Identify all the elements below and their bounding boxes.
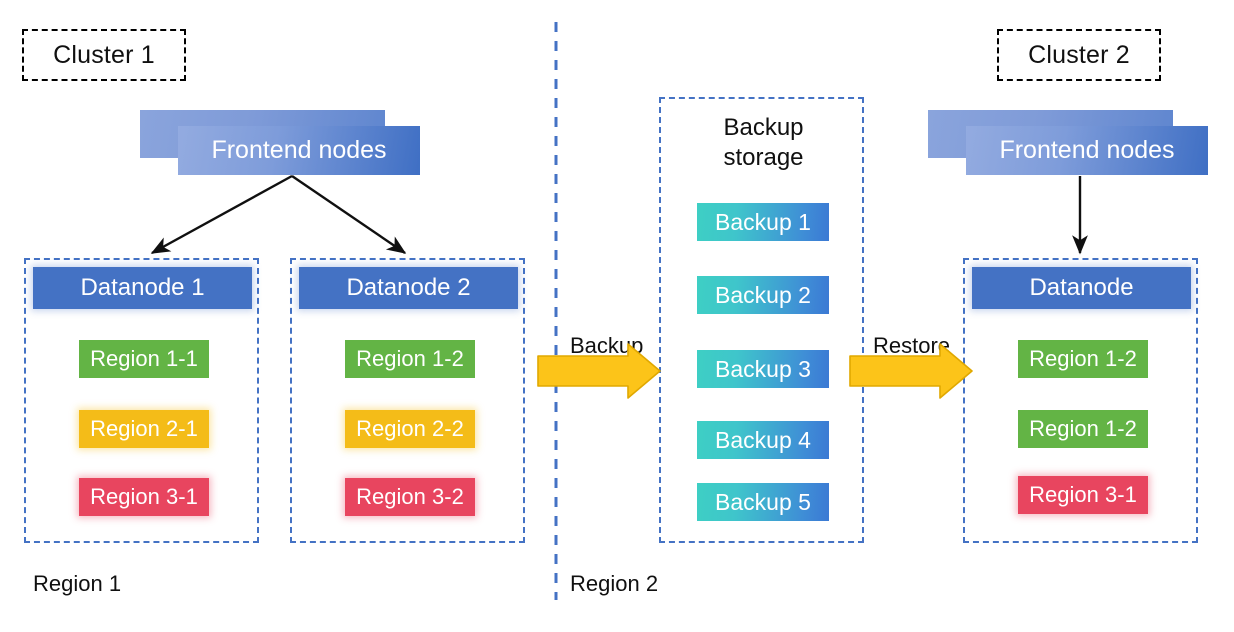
datanode-1-title: Datanode 1 — [80, 274, 205, 301]
frontend-right-box: Frontend nodes — [966, 126, 1208, 175]
datanode-2-region-2: Region 2-2 — [345, 410, 475, 448]
backup-storage-title-line-1: Backup — [723, 114, 804, 141]
datanode-2-container: Datanode 2 Region 1-2 Region 2-2 Region … — [290, 258, 525, 543]
datanode-2-region-1: Region 1-2 — [345, 340, 475, 378]
datanode-2-region-3: Region 3-2 — [345, 478, 475, 516]
datanode-1-region-2: Region 2-1 — [79, 410, 209, 448]
frontend-right-label: Frontend nodes — [999, 136, 1175, 164]
datanode-2-region-1-label: Region 1-2 — [356, 346, 464, 371]
datanode-1-region-1: Region 1-1 — [79, 340, 209, 378]
backup-item-2: Backup 2 — [697, 276, 829, 314]
datanode-restored-region-2: Region 1-2 — [1018, 410, 1148, 448]
cluster-2-title-chip: Cluster 2 — [997, 29, 1161, 81]
datanode-2-region-2-label: Region 2-2 — [356, 416, 464, 441]
backup-flow-label: Backup — [570, 333, 644, 358]
backup-storage-title-line-2: storage — [723, 144, 804, 171]
backup-item-1-label: Backup 1 — [715, 208, 811, 235]
datanode-restored-region-1: Region 1-2 — [1018, 340, 1148, 378]
datanode-1-region-3: Region 3-1 — [79, 478, 209, 516]
datanode-1-header: Datanode 1 — [33, 267, 252, 309]
frontend-left-box: Frontend nodes — [178, 126, 420, 175]
datanode-restored-region-1-label: Region 1-2 — [1029, 346, 1137, 371]
backup-storage-container: Backup storage Backup 1 Backup 2 Backup … — [659, 97, 864, 543]
backup-item-5: Backup 5 — [697, 483, 829, 521]
region-2-footer-label: Region 2 — [570, 571, 659, 596]
frontend-right-stack: Frontend nodes — [928, 110, 1208, 175]
datanode-2-header: Datanode 2 — [299, 267, 518, 309]
datanode-2-title: Datanode 2 — [346, 274, 471, 301]
datanode-restored-region-3: Region 3-1 — [1018, 476, 1148, 514]
datanode-restored-region-3-label: Region 3-1 — [1029, 482, 1137, 507]
backup-storage-title: Backup storage — [661, 113, 866, 173]
backup-item-5-label: Backup 5 — [715, 488, 811, 515]
datanode-restored-header: Datanode — [972, 267, 1191, 309]
region-1-footer-label: Region 1 — [33, 571, 122, 596]
datanode-2-region-3-label: Region 3-2 — [356, 484, 464, 509]
backup-item-3-label: Backup 3 — [715, 355, 811, 382]
connector-frontend-to-datanode-2 — [291, 175, 407, 254]
backup-item-4-label: Backup 4 — [715, 426, 811, 453]
backup-item-3: Backup 3 — [697, 350, 829, 388]
frontend-left-stack: Frontend nodes — [140, 110, 420, 175]
cluster-1-title-chip: Cluster 1 — [22, 29, 186, 81]
backup-item-4: Backup 4 — [697, 421, 829, 459]
datanode-1-region-1-label: Region 1-1 — [90, 346, 198, 371]
connector-frontend-to-datanode-1 — [150, 174, 293, 255]
datanode-1-region-2-label: Region 2-1 — [90, 416, 198, 441]
datanode-restored-region-2-label: Region 1-2 — [1029, 416, 1137, 441]
datanode-1-container: Datanode 1 Region 1-1 Region 2-1 Region … — [24, 258, 259, 543]
datanode-restored-container: Datanode Region 1-2 Region 1-2 Region 3-… — [963, 258, 1198, 543]
cluster-1-label: Cluster 1 — [53, 40, 155, 69]
backup-item-1: Backup 1 — [697, 203, 829, 241]
backup-item-2-label: Backup 2 — [715, 281, 811, 308]
datanode-1-region-3-label: Region 3-1 — [90, 484, 198, 509]
restore-flow-label: Restore — [873, 333, 951, 358]
cluster-2-label: Cluster 2 — [1028, 40, 1130, 69]
frontend-left-label: Frontend nodes — [211, 136, 387, 164]
datanode-restored-title: Datanode — [1029, 274, 1134, 301]
